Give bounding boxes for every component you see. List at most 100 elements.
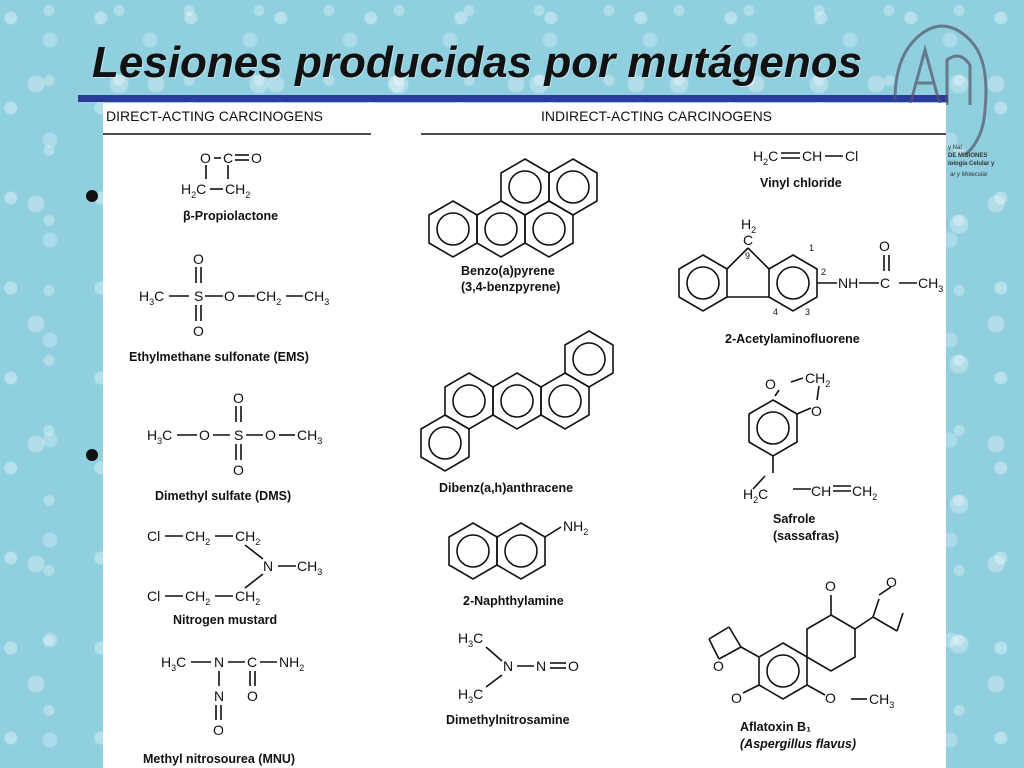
ems-structure: O H3C S O CH2 CH3 O [139,251,329,339]
svg-text:O: O [233,462,244,478]
dimethylnitrosamine-label: Dimethylnitrosamine [446,713,570,727]
svg-text:CH2: CH2 [235,588,260,607]
svg-text:H3C: H3C [147,427,172,446]
svg-text:CH2: CH2 [256,288,281,307]
svg-text:O: O [568,658,579,674]
svg-text:H3C: H3C [139,288,164,307]
vinyl-chloride-structure: H2C CH Cl [753,148,858,167]
svg-text:CH3: CH3 [297,558,322,577]
aaf-structure: H2 C 9 1 2 4 3 NH C O CH3 [678,216,943,317]
svg-text:CH2: CH2 [185,588,210,607]
svg-text:S: S [234,427,243,443]
aaf-label: 2-Acetylaminofluorene [725,332,860,346]
svg-text:N: N [263,558,273,574]
svg-text:H2C: H2C [181,181,206,200]
ems-label: Ethylmethane sulfonate (EMS) [129,350,309,364]
svg-text:NH2: NH2 [279,654,304,673]
aflatoxin-sublabel: (Aspergillus flavus) [740,737,856,751]
svg-text:O: O [713,658,724,674]
dms-structure: O H3C O S O CH3 O [147,390,322,478]
logo-line-2: DE MISIONES [948,153,988,159]
svg-text:H2C: H2C [753,148,778,167]
mnu-label: Methyl nitrosourea (MNU) [143,752,295,766]
safrole-label: Safrole [773,512,815,526]
mnu-structure: H3C N C NH2 N O O [161,654,304,738]
title-underline [78,95,948,102]
university-logo-icon [893,24,988,157]
svg-text:9: 9 [745,251,750,261]
svg-text:CH2: CH2 [805,370,830,389]
svg-text:CH3: CH3 [304,288,329,307]
svg-text:O: O [879,238,890,254]
svg-text:O: O [193,251,204,267]
mustard-structure: Cl CH2 CH2 N CH3 Cl CH2 CH2 [147,528,322,607]
direct-acting-header: DIRECT-ACTING CARCINOGENS [106,108,323,124]
svg-text:C: C [743,232,753,248]
naphthylamine-label: 2-Naphthylamine [463,594,564,608]
svg-text:3: 3 [805,307,810,317]
svg-text:N: N [503,658,513,674]
svg-text:N: N [536,658,546,674]
dibenzanthracene-structure [420,330,614,472]
svg-text:Cl: Cl [147,528,160,544]
svg-text:H3C: H3C [161,654,186,673]
propiolactone-structure: O C O H2C CH2 [181,150,262,200]
svg-text:O: O [731,690,742,706]
mustard-label: Nitrogen mustard [173,613,277,627]
svg-text:CH2: CH2 [225,181,250,200]
svg-text:NH: NH [838,275,858,291]
svg-text:O: O [200,150,211,166]
vinyl-chloride-label: Vinyl chloride [760,176,842,190]
dms-label: Dimethyl sulfate (DMS) [155,489,291,503]
svg-text:O: O [265,427,276,443]
svg-text:CH: CH [811,483,831,499]
indirect-acting-header: INDIRECT-ACTING CARCINOGENS [541,108,772,124]
svg-text:N: N [214,654,224,670]
svg-text:2: 2 [821,267,826,277]
naphthylamine-structure: NH2 [448,518,588,580]
svg-text:O: O [247,688,258,704]
svg-text:CH2: CH2 [185,528,210,547]
svg-text:O: O [825,690,836,706]
benzopyrene-sublabel: (3,4-benzpyrene) [461,280,560,294]
svg-text:4: 4 [773,307,778,317]
svg-text:H3C: H3C [458,686,483,705]
svg-text:C: C [247,654,257,670]
svg-text:O: O [765,376,776,392]
svg-text:Cl: Cl [845,148,858,164]
dibenzanthracene-label: Dibenz(a,h)anthracene [439,481,573,495]
svg-text:C: C [223,150,233,166]
svg-text:O: O [233,390,244,406]
carcinogens-figure: DIRECT-ACTING CARCINOGENS INDIRECT-ACTIN… [103,103,946,768]
svg-text:CH3: CH3 [918,275,943,294]
svg-text:CH2: CH2 [235,528,260,547]
bullet-2 [86,449,98,461]
svg-text:O: O [886,574,897,590]
benzopyrene-label: Benzo(a)pyrene [461,264,555,278]
svg-text:CH: CH [802,148,822,164]
safrole-structure: O CH2 O H2C CH CH2 [743,370,877,505]
svg-text:1: 1 [809,243,814,253]
slide-title: Lesiones producidas por mutágenos [92,38,863,87]
svg-text:O: O [224,288,235,304]
bullet-1 [86,190,98,202]
logo-line-1: y Nat [948,145,963,151]
safrole-sublabel: (sassafras) [773,529,839,543]
propiolactone-label: β-Propiolactone [183,209,278,223]
svg-text:O: O [213,722,224,738]
svg-text:S: S [194,288,203,304]
logo-line-3: iología Celular y [948,161,995,167]
svg-text:NH2: NH2 [563,518,588,537]
svg-text:Cl: Cl [147,588,160,604]
benzopyrene-structure [428,158,598,258]
svg-text:O: O [825,578,836,594]
svg-text:CH3: CH3 [297,427,322,446]
svg-text:O: O [811,403,822,419]
aflatoxin-structure: O O O O O CH3 [708,574,904,710]
svg-text:O: O [193,323,204,339]
dimethylnitrosamine-structure: H3C N N O H3C [458,630,579,705]
svg-text:O: O [251,150,262,166]
aflatoxin-label: Aflatoxin B₁ [740,720,811,734]
svg-text:CH2: CH2 [852,483,877,502]
logo-line-4: ar y Molecular [950,172,988,178]
